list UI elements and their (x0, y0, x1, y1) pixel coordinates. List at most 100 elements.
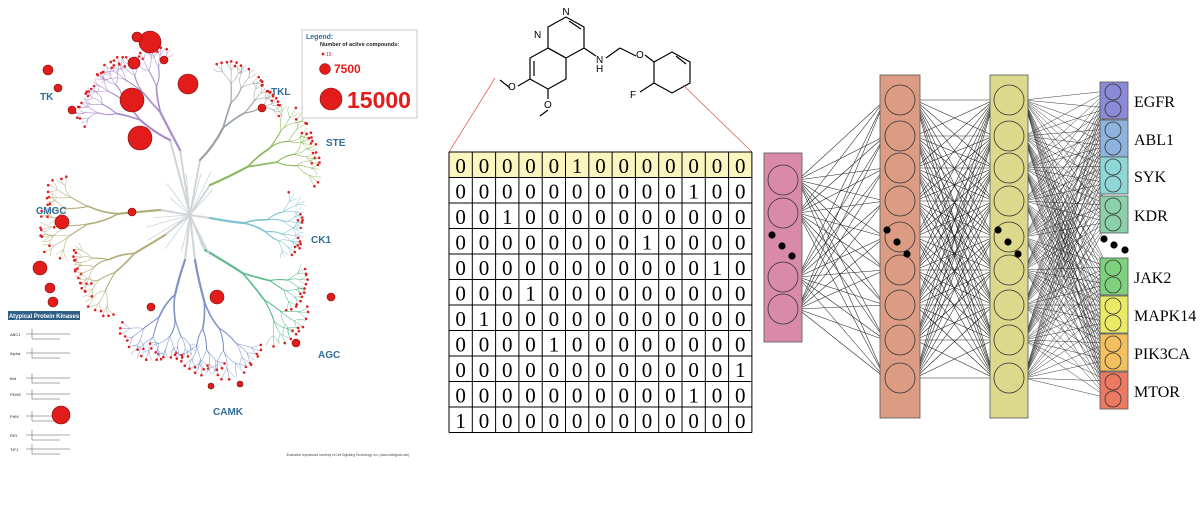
fingerprint-cell: 0 (572, 281, 583, 305)
activity-marker (124, 56, 128, 59)
tree-branch (81, 256, 93, 259)
fingerprint-cell: 0 (642, 409, 653, 433)
fingerprint-cell: 0 (735, 332, 746, 356)
tree-trunk (164, 214, 191, 236)
tree-branch (138, 64, 150, 72)
nn-edge (1023, 200, 1109, 399)
activity-marker (193, 366, 197, 369)
activity-marker (112, 59, 116, 62)
atypical-item-label: Alpha (10, 351, 21, 356)
fingerprint-cell: 0 (525, 383, 536, 407)
nn-edge (1023, 107, 1109, 341)
tree-branch (140, 337, 154, 348)
tree-branch (272, 109, 280, 117)
tree-branch (51, 235, 70, 237)
tree-branch (148, 70, 158, 87)
fingerprint-cell: 1 (688, 383, 699, 407)
activity-marker (247, 67, 251, 71)
tree-branch (98, 290, 106, 303)
fingerprint-cell: 1 (479, 307, 490, 331)
molecule-atoms: N N N H O O O F (508, 7, 644, 111)
tree-branch (50, 244, 56, 256)
activity-marker (225, 60, 229, 64)
nn-edge (797, 269, 886, 278)
tree-branch (285, 324, 289, 336)
tree-branch (289, 198, 297, 202)
activity-marker (287, 190, 291, 194)
tree-branch (239, 74, 242, 89)
atypical-item-label: ABC1 (10, 332, 21, 337)
fingerprint-cell: 0 (525, 256, 536, 280)
legend-value-medium: 7500 (334, 62, 361, 76)
activity-marker (90, 282, 93, 285)
activity-marker (259, 343, 263, 347)
activity-marker (159, 46, 163, 49)
activity-marker (297, 330, 301, 333)
tree-branch (217, 350, 224, 365)
tree-branch (158, 348, 167, 355)
tree-branch (309, 167, 318, 176)
tree-branch (97, 93, 103, 105)
tree-branch (145, 350, 150, 360)
activity-marker (318, 161, 321, 164)
tree-branch (296, 311, 307, 320)
nn-edge (797, 236, 886, 310)
tree-branch (70, 196, 89, 207)
tree-branch (87, 86, 96, 92)
output-node (1104, 259, 1122, 277)
activity-marker (85, 282, 88, 285)
activity-marker (154, 351, 157, 354)
pyrimidine-ring (547, 16, 585, 59)
atom-o1: O (636, 50, 644, 61)
tree-branch (287, 273, 299, 281)
activity-marker (112, 64, 116, 67)
tree-branch (206, 349, 210, 365)
activity-circle (127, 125, 153, 151)
legend-marker-medium (319, 63, 331, 75)
activity-marker (215, 62, 218, 66)
tree-branch (44, 234, 54, 243)
fingerprint-cell: 0 (619, 230, 630, 254)
nn-edge (1023, 107, 1109, 271)
nn-edge (1023, 145, 1109, 306)
nn-edge (797, 99, 886, 214)
activity-marker (272, 345, 275, 348)
tree-core-branch (169, 197, 191, 216)
fingerprint-cell: 0 (455, 383, 466, 407)
nn-edge (1023, 167, 1109, 344)
tree-branch (223, 350, 228, 369)
tree-branch (282, 201, 290, 213)
fingerprint-cell: 0 (502, 383, 513, 407)
fingerprint-cell: 1 (642, 230, 653, 254)
nn-edge (1023, 90, 1109, 202)
tree-branch (295, 289, 305, 293)
fingerprint-cell: 0 (619, 409, 630, 433)
tree-branch (129, 327, 144, 329)
nn-edge (797, 179, 886, 238)
nn-edge (797, 212, 886, 238)
activity-marker (46, 203, 49, 207)
tree-branch (157, 349, 166, 355)
fingerprint-header-cell: 0 (712, 154, 723, 178)
output-label-syk: SYK (1134, 169, 1166, 186)
nn-edge (1023, 200, 1109, 206)
tree-branch (191, 358, 196, 368)
activity-marker (48, 202, 52, 205)
tree-core-branch (147, 214, 191, 241)
fingerprint-cell: 0 (735, 281, 746, 305)
nn-edge (1023, 204, 1109, 379)
nn-edge (1023, 165, 1109, 202)
fingerprint-cell: 0 (479, 332, 490, 356)
activity-marker (296, 236, 300, 240)
nn-node (884, 289, 916, 321)
tree-branch (115, 67, 126, 70)
activity-circle (146, 302, 156, 312)
activity-circle (207, 382, 215, 390)
fingerprint-cell: 0 (479, 383, 490, 407)
fingerprint-cell: 0 (572, 230, 583, 254)
tree-branch (101, 103, 117, 115)
activity-marker (118, 332, 122, 335)
